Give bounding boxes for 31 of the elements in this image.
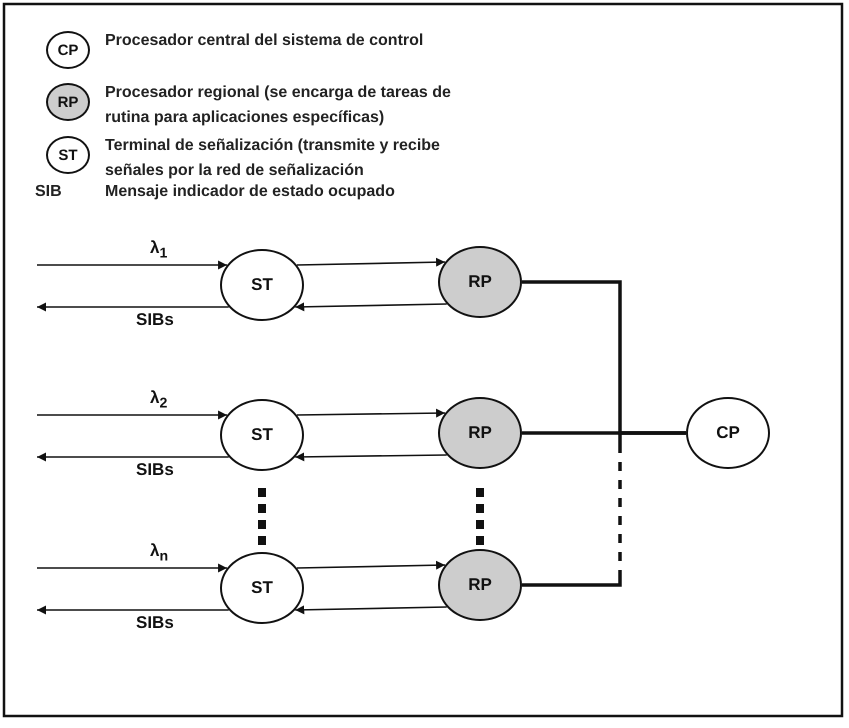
connection-line	[522, 431, 686, 587]
arrow	[296, 258, 446, 267]
arrow	[295, 452, 447, 462]
node-label: CP	[58, 42, 78, 58]
legend-description: Procesador central del sistema de control	[105, 31, 424, 51]
arrow	[37, 606, 229, 614]
legend-description: Terminal de señalización (transmite y recibe señales por la red de señalización	[105, 136, 441, 181]
legend-text: Mensaje indicador de estado ocupado	[105, 183, 395, 201]
arrow	[296, 408, 446, 418]
node-label: ST	[58, 146, 78, 164]
arrow	[295, 302, 447, 312]
arrow	[37, 260, 228, 270]
arrow	[37, 410, 228, 420]
circle	[46, 31, 90, 69]
node-label: RP	[468, 272, 492, 292]
arrow	[37, 564, 228, 572]
shaded-circle	[46, 83, 90, 121]
node-label: ST	[251, 578, 273, 598]
legend-description: Procesador regional (se encarga de tareas de rutina para aplicaciones específicas)	[105, 83, 452, 128]
node-label: ST	[251, 425, 273, 445]
arrow	[37, 302, 229, 312]
node-label: RP	[468, 575, 492, 595]
node-label: RP	[58, 94, 78, 110]
node-label: ST	[251, 275, 273, 295]
arrow	[37, 452, 229, 462]
node-label: CP	[716, 423, 740, 443]
arrow	[296, 560, 446, 570]
arrow	[295, 605, 447, 614]
node-label: RP	[468, 423, 492, 443]
circle	[46, 136, 90, 174]
legend-text: SIB	[35, 183, 62, 201]
